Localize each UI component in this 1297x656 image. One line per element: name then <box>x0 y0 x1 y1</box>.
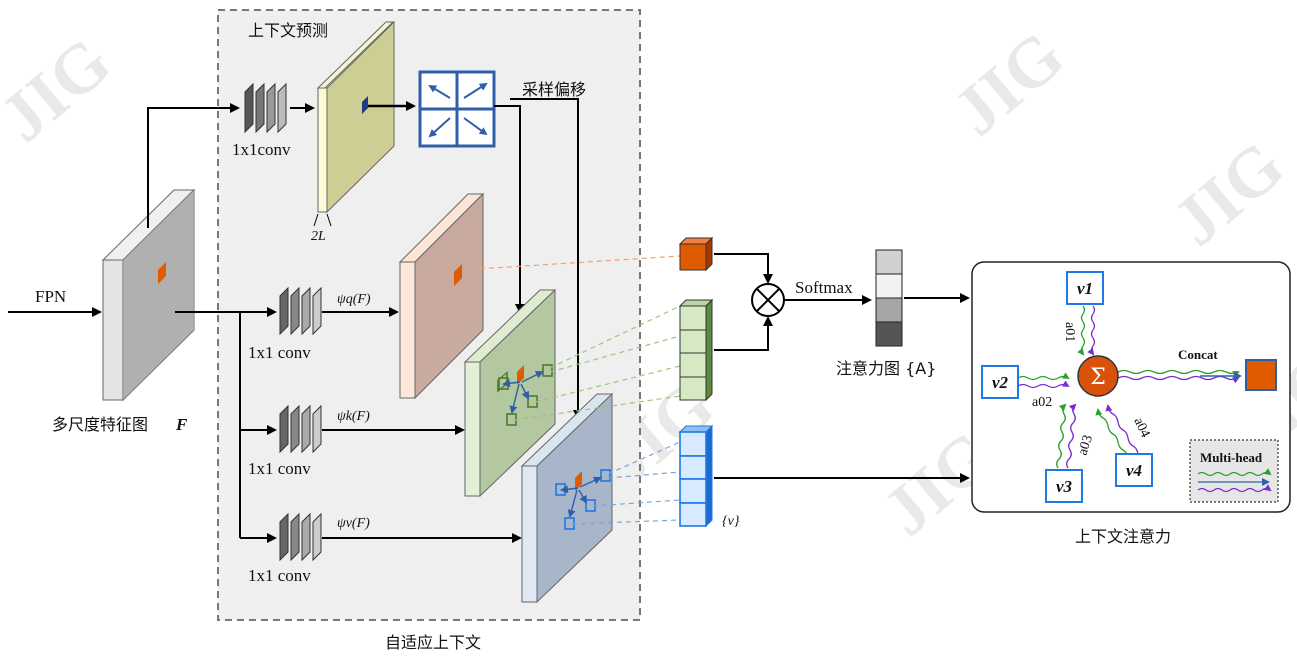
conv-q-label: 1x1 conv <box>248 343 311 362</box>
sampling-offset-label: 采样偏移 <box>522 80 586 99</box>
a01-label: a01 <box>1062 322 1077 342</box>
multi-head-label: Multi-head <box>1200 450 1263 465</box>
watermark-text: JIG <box>939 17 1078 151</box>
sigma-symbol: Σ <box>1090 365 1106 390</box>
context-prediction-label: 上下文预测 <box>248 21 328 40</box>
psi-v-label: ψv(F) <box>337 516 370 531</box>
feature-map-label: 多尺度特征图 <box>52 415 148 434</box>
psi-k-label: ψk(F) <box>337 409 370 424</box>
conv-v-label: 1x1 conv <box>248 566 311 585</box>
query-cube <box>680 238 712 270</box>
value-column <box>680 426 712 526</box>
query-to-mul-arrow <box>714 254 768 282</box>
concat-label: Concat <box>1178 347 1218 362</box>
values-label: {v} <box>722 514 740 529</box>
multi-head-legend: Multi-head <box>1190 440 1278 502</box>
feature-symbol: F <box>175 415 188 434</box>
multiply-icon <box>752 284 784 316</box>
two-l-label: 2L <box>311 229 326 244</box>
adaptive-context-label: 自适应上下文 <box>385 633 481 652</box>
fpn-label: FPN <box>35 287 66 306</box>
key-to-mul-arrow <box>714 318 768 350</box>
v-node-1: v1 <box>1067 272 1103 304</box>
v-node-2: v2 <box>982 366 1018 398</box>
v-node-4: v4 <box>1116 454 1152 486</box>
conv-top-label: 1x1conv <box>232 140 291 159</box>
a02-label: a02 <box>1032 395 1052 410</box>
psi-q-label: ψq(F) <box>337 292 371 307</box>
watermark-text: JIG <box>0 23 125 157</box>
attention-map-label: 注意力图 {A} <box>836 359 936 378</box>
v3-label: v3 <box>1056 477 1073 496</box>
context-attention-label: 上下文注意力 <box>1075 527 1171 546</box>
softmax-label: Softmax <box>795 278 853 297</box>
v1-label: v1 <box>1077 279 1093 298</box>
sigma-node: Σ <box>1078 356 1118 396</box>
conv-k-label: 1x1 conv <box>248 459 311 478</box>
v-node-3: v3 <box>1046 470 1082 502</box>
output-square <box>1246 360 1276 390</box>
sampling-offset-grid <box>420 72 494 146</box>
key-column <box>680 300 712 400</box>
v2-label: v2 <box>992 373 1009 392</box>
v4-label: v4 <box>1126 461 1142 480</box>
attention-map <box>876 250 902 346</box>
watermark-text: JIG <box>1159 127 1297 261</box>
